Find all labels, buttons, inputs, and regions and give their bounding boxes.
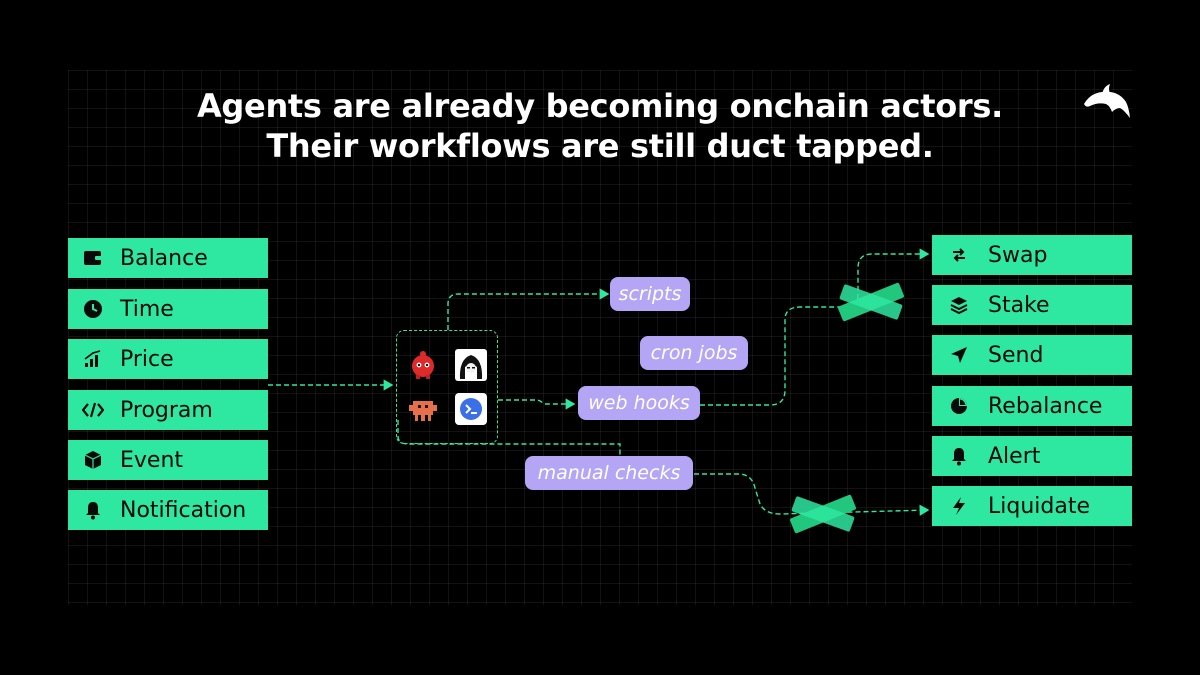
code-icon (82, 399, 104, 421)
trigger-tile-balance: Balance (68, 238, 268, 278)
anime-girl-avatar-icon (455, 349, 487, 381)
title-line-2: Their workflows are still duct tapped. (266, 127, 934, 165)
orange-pixel-crab-avatar-icon (409, 401, 437, 421)
action-tile-alert: Alert (932, 436, 1132, 476)
cube-icon (82, 449, 104, 471)
duct-tape-bottom (790, 494, 856, 534)
trigger-label: Event (120, 447, 184, 473)
layers-icon (948, 294, 970, 316)
red-robot-avatar-icon (412, 351, 434, 379)
action-label: Send (988, 342, 1044, 368)
manual-to-liquidate-line (694, 473, 930, 516)
trigger-tile-event: Event (68, 440, 268, 480)
trigger-label: Program (120, 397, 213, 423)
action-label: Alert (988, 443, 1041, 469)
wallet-icon (82, 247, 104, 269)
action-tile-rebalance: Rebalance (932, 386, 1132, 426)
trigger-tile-program: Program (68, 390, 268, 430)
trigger-label: Price (120, 346, 174, 372)
page-title: Agents are already becoming onchain acto… (0, 86, 1200, 166)
trigger-tile-price: Price (68, 339, 268, 379)
send-arrow-icon (948, 344, 970, 366)
duct-tape-top (838, 282, 904, 322)
clock-icon (82, 298, 104, 320)
action-tile-stake: Stake (932, 285, 1132, 325)
agent-to-scripts-line (447, 288, 610, 330)
agent-to-webhooks-line (498, 398, 576, 410)
price-chart-icon (82, 348, 104, 370)
method-pill-cron-jobs: cron jobs (640, 336, 748, 370)
swap-arrows-icon (948, 244, 970, 266)
bell-icon (82, 499, 104, 521)
trigger-tile-notification: Notification (68, 490, 268, 530)
action-tile-swap: Swap (932, 235, 1132, 275)
action-label: Swap (988, 242, 1048, 268)
trigger-label: Notification (120, 497, 247, 523)
lightning-icon (948, 495, 970, 517)
trigger-label: Time (120, 296, 174, 322)
bell-icon (948, 445, 970, 467)
method-pill-web-hooks: web hooks (578, 386, 700, 420)
blue-terminal-avatar-icon (455, 393, 487, 425)
method-pill-scripts: scripts (610, 277, 690, 311)
action-label: Liquidate (988, 493, 1090, 519)
pie-chart-icon (948, 395, 970, 417)
action-label: Rebalance (988, 393, 1103, 419)
action-label: Stake (988, 292, 1050, 318)
dolphin-logo-icon (1084, 84, 1130, 118)
action-tile-send: Send (932, 335, 1132, 375)
trigger-tile-time: Time (68, 289, 268, 329)
webhooks-to-swap-line (700, 248, 930, 406)
method-pill-manual-checks: manual checks (525, 456, 693, 490)
agent-group-box (396, 330, 498, 444)
title-line-1: Agents are already becoming onchain acto… (196, 87, 1004, 125)
trigger-label: Balance (120, 245, 208, 271)
action-tile-liquidate: Liquidate (932, 486, 1132, 526)
